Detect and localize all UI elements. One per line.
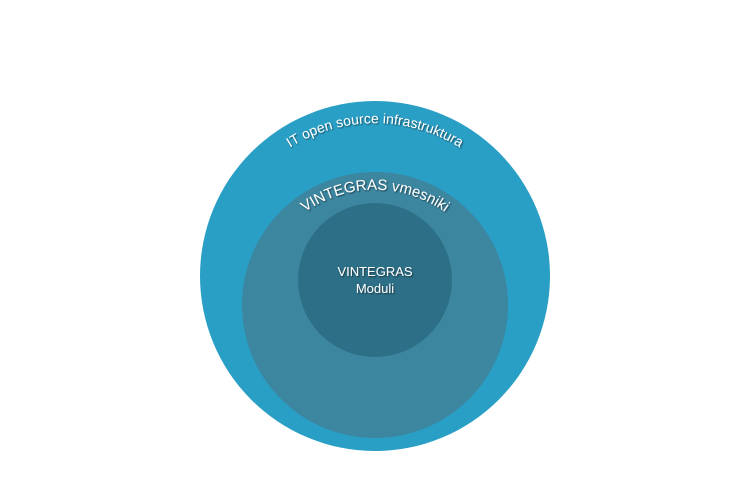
center-label-line1: VINTEGRAS [337, 264, 412, 279]
inner-core [298, 203, 452, 357]
center-label-line2: Moduli [356, 281, 394, 296]
